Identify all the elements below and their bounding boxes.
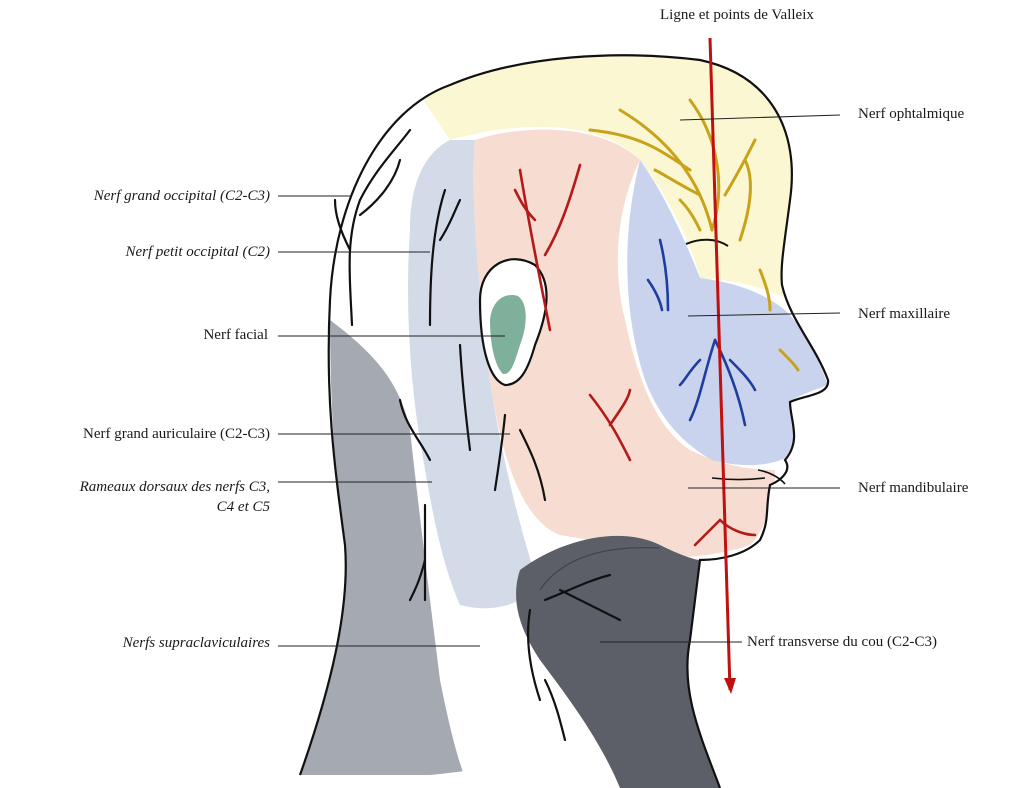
label-dorsal-rami-line2: C4 et C5 [0, 498, 270, 516]
label-facial-nerve: Nerf facial [0, 326, 268, 344]
label-transverse-neck-nerve: Nerf transverse du cou (C2-C3) [747, 633, 937, 651]
label-maxillary-nerve: Nerf maxillaire [858, 305, 950, 323]
valleix-arrowhead [724, 678, 736, 694]
label-lesser-occipital-nerve: Nerf petit occipital (C2) [0, 243, 270, 261]
valleix-line-title: Ligne et points de Valleix [660, 6, 814, 24]
label-great-auricular-nerve: Nerf grand auriculaire (C2-C3) [0, 425, 270, 443]
label-dorsal-rami-line1: Rameaux dorsaux des nerfs C3, [0, 478, 270, 496]
label-supraclavicular-nerves: Nerfs supraclaviculaires [0, 634, 270, 652]
label-mandibular-nerve: Nerf mandibulaire [858, 479, 968, 497]
label-great-occipital-nerve: Nerf grand occipital (C2-C3) [0, 187, 270, 205]
label-ophthalmic-nerve: Nerf ophtalmique [858, 105, 964, 123]
